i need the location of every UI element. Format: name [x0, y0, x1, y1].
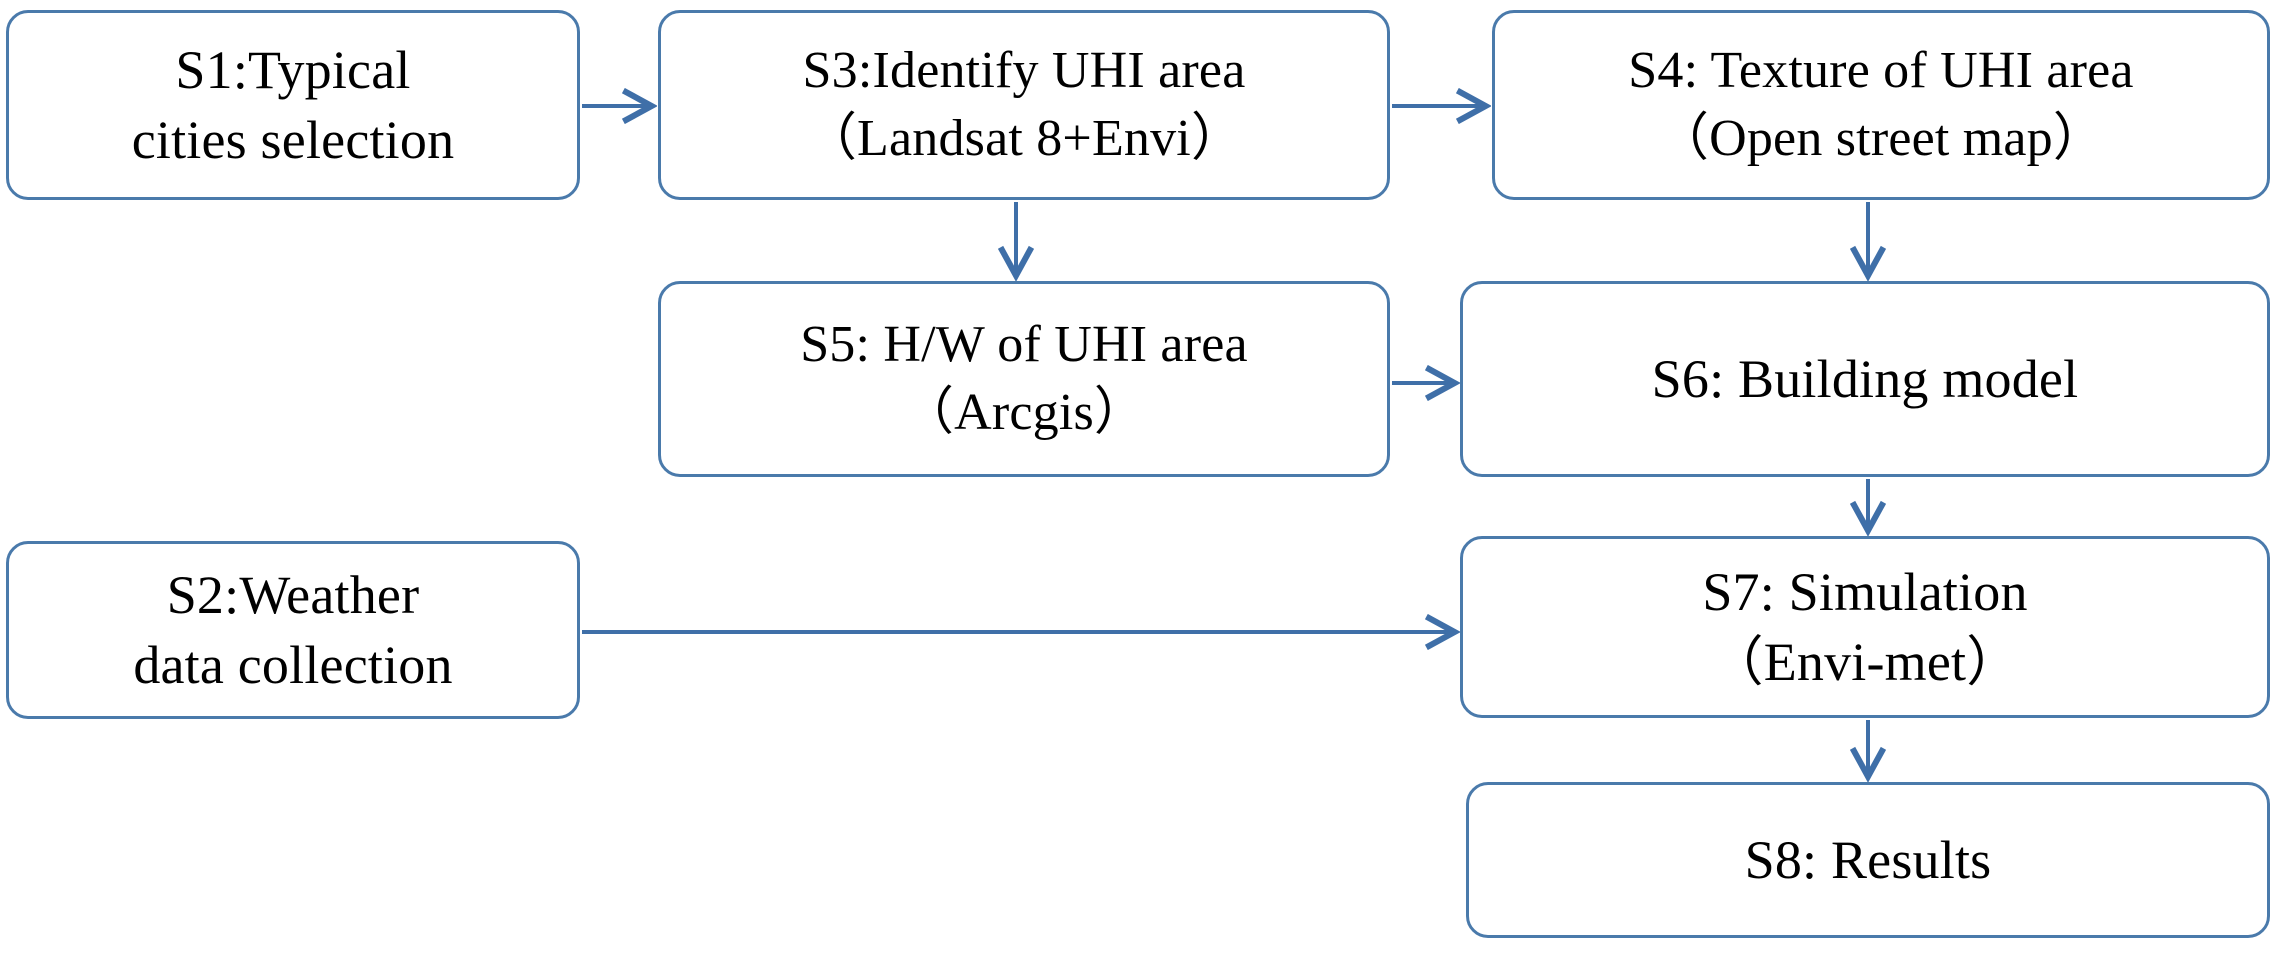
node-s5-hw-of-uhi-area[interactable]: S5: H/W of UHI area （Arcgis）	[658, 281, 1390, 477]
node-s3-identify-uhi-area[interactable]: S3:Identify UHI area （Landsat 8+Envi）	[658, 10, 1390, 200]
node-s4-label: S4: Texture of UHI area （Open street map…	[1628, 42, 2134, 167]
node-s8-results[interactable]: S8: Results	[1466, 782, 2270, 938]
node-s7-label: S7: Simulation （Envi-met）	[1702, 561, 2028, 692]
node-s3-label: S3:Identify UHI area （Landsat 8+Envi）	[802, 42, 1246, 167]
node-s4-texture-of-uhi-area[interactable]: S4: Texture of UHI area （Open street map…	[1492, 10, 2270, 200]
node-s2-weather-data-collection[interactable]: S2:Weather data collection	[6, 541, 580, 719]
node-s2-label: S2:Weather data collection	[133, 564, 453, 695]
node-s1-label: S1:Typical cities selection	[131, 39, 455, 170]
node-s7-simulation[interactable]: S7: Simulation （Envi-met）	[1460, 536, 2270, 718]
node-s1-typical-cities-selection[interactable]: S1:Typical cities selection	[6, 10, 580, 200]
node-s8-label: S8: Results	[1744, 829, 1992, 890]
node-s6-label: S6: Building model	[1651, 348, 2079, 409]
node-s5-label: S5: H/W of UHI area （Arcgis）	[800, 316, 1248, 441]
node-s6-building-model[interactable]: S6: Building model	[1460, 281, 2270, 477]
